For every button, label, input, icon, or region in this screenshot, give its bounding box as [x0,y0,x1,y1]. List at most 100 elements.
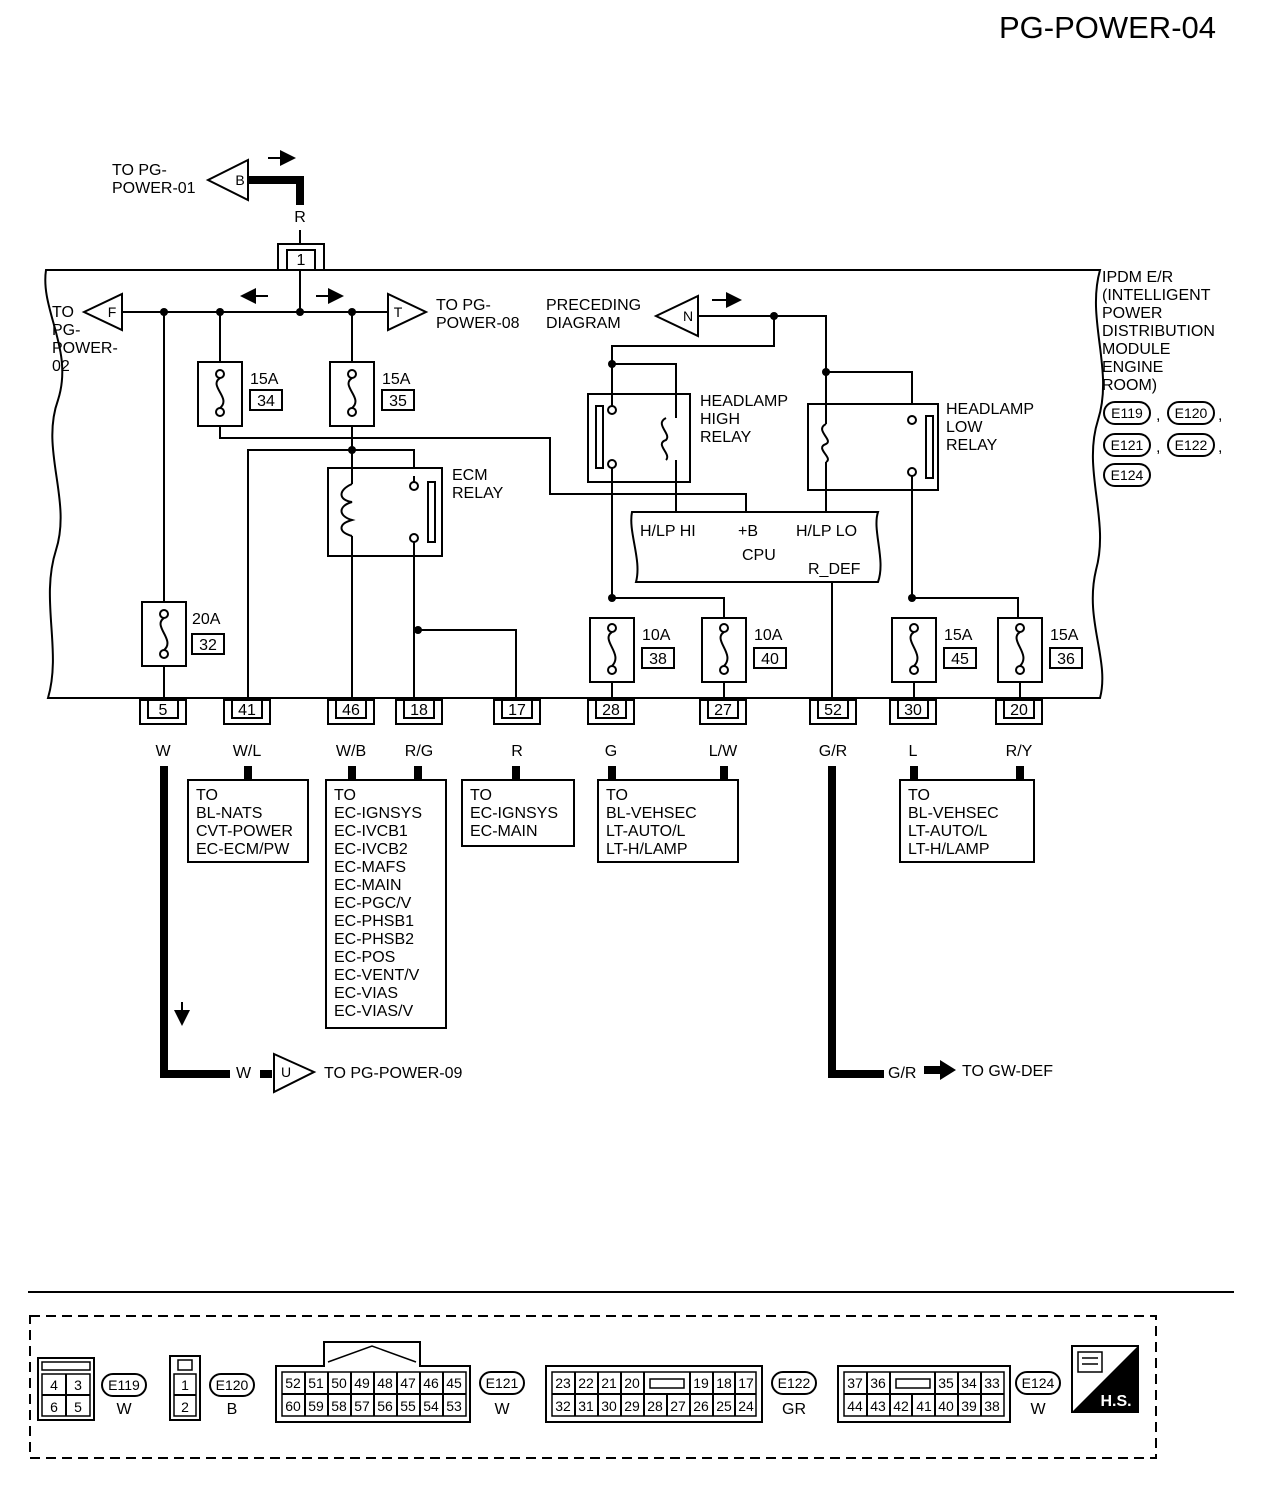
dest-3-line-3: EC-MAIN [470,823,538,840]
e122-pin: 20 [624,1375,640,1391]
fuse-36-amp: 15A [1050,627,1079,644]
fuse-35-num: 35 [389,393,407,410]
dest-2-line-3: EC-IVCB1 [334,823,408,840]
e121-pin: 51 [308,1375,324,1391]
preceding-flag: N [683,308,693,324]
e121-pin: 60 [285,1398,301,1414]
output-pins: 5 W 41 W/L 46 W/B 18 R/G 17 R [139,699,1043,760]
ecm-relay: ECM RELAY [327,450,517,700]
ecm-relay-line-2: RELAY [452,485,504,502]
e124-pin: 37 [847,1375,863,1391]
dest-3-line-2: EC-IGNSYS [470,805,558,822]
module-conn-e121: E121 [1111,437,1144,453]
e122-color: GR [782,1401,806,1418]
off-left-flag: F [108,304,117,320]
headlamp-low-relay: HEADLAMP LOW RELAY [807,372,1034,620]
pin-46-num: 46 [342,702,360,719]
headlamp-high-relay: HEADLAMP HIGH RELAY [587,364,788,620]
e122-pin: 18 [716,1375,732,1391]
module-line-1: IPDM E/R [1102,269,1173,286]
e121-pin: 55 [400,1398,416,1414]
e122-pin: 31 [578,1398,594,1414]
pin-5-num: 5 [159,702,168,719]
pin-20-wire: R/Y [1006,743,1033,760]
module-conn-sep-4: , [1218,439,1222,456]
connector-view-e119: 4 3 6 5 E119 W [37,1357,147,1421]
fuse-36-num: 36 [1057,651,1075,668]
pin-27: 27 L/W [699,699,747,760]
e120-pin-2: 2 [181,1399,189,1415]
pin-30-wire: L [909,743,918,760]
pin-52: 52 G/R [809,699,857,760]
connector-view-e121: 52 51 50 49 48 47 46 45 60 59 58 57 56 5… [275,1341,525,1423]
main-bus: F TO PG- POWER- 02 T TO PG- POWER-08 [52,288,520,375]
dest-2-line-7: EC-PGC/V [334,895,412,912]
pin-27-wire: L/W [709,743,738,760]
gr-wire-to-gw-def: G/R TO GW-DEF [828,766,1053,1082]
dest-2-line-6: EC-MAIN [334,877,402,894]
fuse-45-amp: 15A [944,627,973,644]
pin-52-wire: G/R [819,743,847,760]
off-left-line-4: 02 [52,358,70,375]
fuse-40: 10A 40 [701,617,787,700]
module-line-7: ROOM) [1102,377,1157,394]
fuse-34-num: 34 [257,393,275,410]
dest-2-line-8: EC-PHSB1 [334,913,414,930]
low-relay-line-1: HEADLAMP [946,401,1034,418]
fuse-34-amp: 15A [250,371,279,388]
off-left-line-1: TO [52,304,74,321]
module-line-3: POWER [1102,305,1162,322]
e121-pin: 58 [331,1398,347,1414]
pin-41: 41 W/L [223,699,271,760]
pin-30: 30 L [889,699,937,760]
low-relay-line-2: LOW [946,419,983,436]
e122-pin: 17 [738,1375,754,1391]
e124-pin: 33 [984,1375,1000,1391]
pin-28-num: 28 [602,702,620,719]
bottom-left-dest: TO PG-POWER-09 [324,1065,462,1082]
pin-28-wire: G [605,743,617,760]
module-conn-e122: E122 [1175,437,1208,453]
dest-1-line-2: BL-NATS [196,805,262,822]
hs-badge: H.S. [1071,1345,1139,1413]
e122-pin: 32 [555,1398,571,1414]
dest-2-line-11: EC-VENT/V [334,967,420,984]
pin-20-num: 20 [1010,702,1028,719]
pin-28: 28 G [587,699,635,760]
top-input-connection: TO PG- POWER-01 B R 1 [112,150,325,312]
dest-box-4: TO BL-VEHSEC LT-AUTO/L LT-H/LAMP [597,779,739,863]
e124-pin: 35 [938,1375,954,1391]
pin-20: 20 R/Y [995,699,1043,760]
e122-pin: 19 [693,1375,709,1391]
dest-2-line-13: EC-VIAS/V [334,1003,413,1020]
pin-18-num: 18 [410,702,428,719]
pin-46-wire: W/B [336,743,366,760]
pin-41-wire: W/L [233,743,262,760]
connector-view-e120: 1 2 E120 B [169,1355,255,1421]
e124-id: E124 [1022,1375,1055,1391]
e122-pin: 23 [555,1375,571,1391]
e124-pin: 34 [961,1375,977,1391]
e121-pin: 57 [354,1398,370,1414]
e124-pin: 38 [984,1398,1000,1414]
e121-pin: 45 [446,1375,462,1391]
module-conn-e119: E119 [1111,405,1143,421]
dest-5-line-1: TO [908,787,930,804]
e122-id: E122 [778,1375,811,1391]
bottom-right-dest: TO GW-DEF [962,1063,1053,1080]
pin-17-num: 17 [508,702,526,719]
e121-pin: 54 [423,1398,439,1414]
e121-pin: 52 [285,1375,301,1391]
dest-box-3: TO EC-IGNSYS EC-MAIN [461,779,575,847]
e122-pin: 25 [716,1398,732,1414]
dest-2-line-2: EC-IGNSYS [334,805,422,822]
dest-1-line-4: EC-ECM/PW [196,841,290,858]
e122-pin: 30 [601,1398,617,1414]
off-right-line-2: POWER-08 [436,315,520,332]
e119-pin-6: 6 [50,1399,58,1415]
off-right-flag: T [394,304,403,320]
cpu-lo: H/LP LO [796,523,857,540]
top-input-wire: R [294,209,306,226]
e124-pin: 43 [870,1398,886,1414]
pin-41-num: 41 [238,702,256,719]
